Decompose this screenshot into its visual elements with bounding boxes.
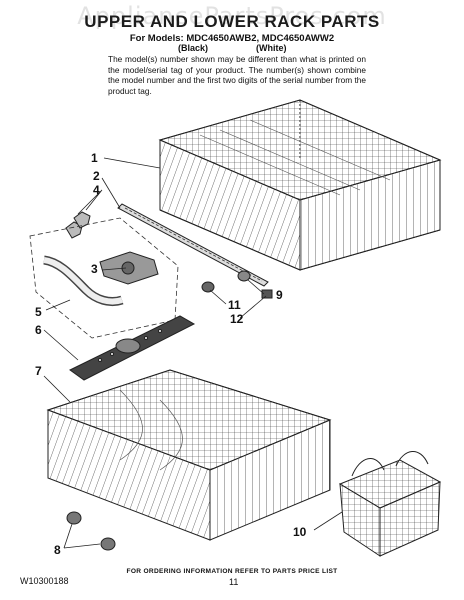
callout-5: 5 [35,305,42,319]
callout-12: 12 [230,312,244,326]
upper-rack [158,99,442,271]
ordering-note: FOR ORDERING INFORMATION REFER TO PARTS … [126,568,338,575]
callout-11: 11 [228,298,241,312]
spray-arm [69,315,196,381]
arm-assembly-box [29,217,179,339]
rack-wheels [66,511,116,551]
callout-8: 8 [54,543,61,557]
callout-3: 3 [91,262,98,276]
callout-6: 6 [35,323,42,337]
callout-7: 7 [35,364,42,378]
silverware-basket [338,451,442,557]
small-parts [201,270,273,299]
callout-4: 4 [93,183,100,197]
callout-10: 10 [293,525,307,539]
feed-tube [43,255,124,307]
rack-rail [117,203,269,287]
document-code: W10300188 [20,576,69,586]
model-note: The model(s) number shown may be differe… [108,54,366,96]
callout-1: 1 [91,151,98,165]
page-title: UPPER AND LOWER RACK PARTS [84,12,380,31]
color-black-label: (Black) [178,43,209,53]
callout-9: 9 [276,288,283,302]
callout-2: 2 [93,169,100,183]
clips [65,211,91,239]
models-line: For Models: MDC4650AWB2, MDC4650AWW2 [129,33,335,44]
watermark: AppliancePartsPros.com [77,2,387,30]
lower-rack [46,369,332,541]
page-number: 11 [229,577,239,587]
color-white-label: (White) [256,43,287,53]
manifold [99,251,159,285]
leader-lines [43,157,343,549]
